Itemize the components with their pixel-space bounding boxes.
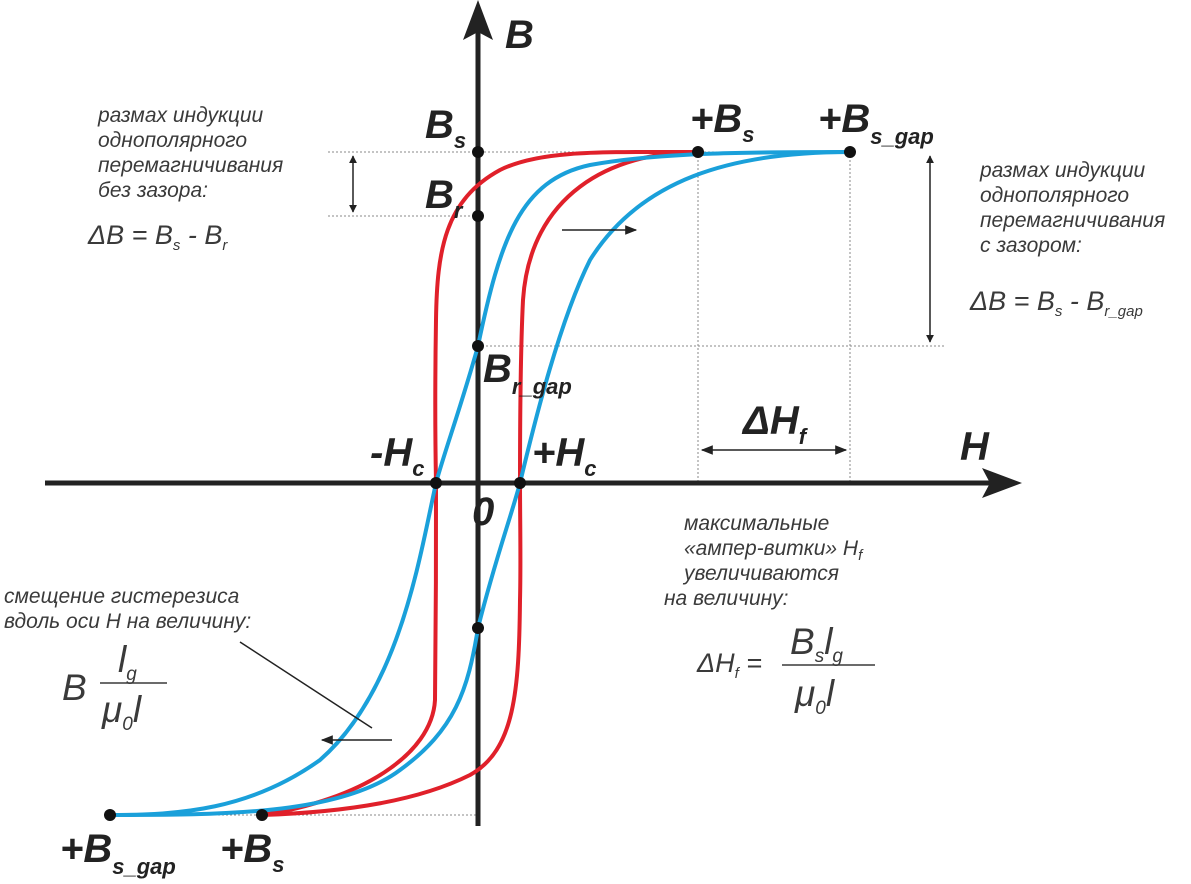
note-amp-turns-line: на величину: xyxy=(664,587,789,610)
point-bs xyxy=(472,146,484,158)
formula-delta-hf: ΔHf = Bslg μ0l xyxy=(696,621,875,719)
formula-shift-denominator: μ0l xyxy=(101,689,143,735)
point-top-bs-gap xyxy=(844,146,856,158)
blue-loop-left-branch xyxy=(108,150,852,817)
note-shift: смещение гистерезиса вдоль оси H на вели… xyxy=(4,585,251,633)
note-with-gap-line: однополярного xyxy=(980,184,1129,207)
blue-loop-right-branch xyxy=(108,150,852,817)
formula-with-gap: ΔB = Bs - Br_gap xyxy=(969,286,1143,320)
note-amp-turns: максимальные «ампер-витки» Hf увеличиваю… xyxy=(664,512,864,610)
note-shift-line: смещение гистерезиса xyxy=(4,585,239,608)
label-br: Br xyxy=(425,173,464,223)
note-with-gap-line: размах индукции xyxy=(979,159,1146,182)
label-top-bs: +Bs xyxy=(690,97,755,147)
note-amp-turns-line: увеличиваются xyxy=(682,562,839,585)
loop-without-gap xyxy=(260,149,700,817)
point-top-bs xyxy=(692,146,704,158)
formula-shift-numerator: lg xyxy=(118,639,137,685)
point-neg-br-gap xyxy=(472,622,484,634)
formula-no-gap: ΔB = Bs - Br xyxy=(87,220,228,254)
label-pos-hc: +Hc xyxy=(532,431,597,481)
note-no-gap: размах индукции однополярного перемагнич… xyxy=(97,104,283,202)
label-top-bs-gap: +Bs_gap xyxy=(818,97,934,149)
loop-with-gap xyxy=(108,150,852,817)
point-bottom-bs-gap xyxy=(104,809,116,821)
note-no-gap-line: перемагничивания xyxy=(98,154,283,177)
x-axis-arrowhead xyxy=(982,468,1022,498)
note-with-gap-line: с зазором: xyxy=(980,234,1082,257)
red-loop-right-branch xyxy=(260,150,700,817)
curve-points xyxy=(104,146,856,821)
note-amp-turns-line: максимальные xyxy=(684,512,829,535)
formula-shift: B lg μ0l xyxy=(62,639,167,735)
note-shift-line: вдоль оси H на величину: xyxy=(4,610,251,633)
label-delta-hf: ΔHf xyxy=(741,399,809,449)
formula-delta-hf-denominator: μ0l xyxy=(794,673,836,719)
shift-pointer-line xyxy=(239,641,373,729)
formula-shift-b: B xyxy=(62,667,87,708)
formula-delta-hf-numerator: Bslg xyxy=(790,621,843,667)
red-loop-left-branch xyxy=(260,149,700,817)
point-bottom-bs xyxy=(256,809,268,821)
note-no-gap-line: размах индукции xyxy=(97,104,264,127)
y-axis-arrowhead xyxy=(463,0,493,40)
point-pos-hc xyxy=(514,477,526,489)
point-br xyxy=(472,210,484,222)
label-neg-hc: -Hc xyxy=(370,431,424,481)
note-no-gap-line: однополярного xyxy=(98,129,247,152)
formula-delta-hf-lhs: ΔHf = xyxy=(696,648,762,682)
note-no-gap-line: без зазора: xyxy=(98,179,208,202)
note-with-gap-line: перемагничивания xyxy=(980,209,1165,232)
y-axis-label: B xyxy=(505,13,534,57)
label-bottom-bs-gap: +Bs_gap xyxy=(60,827,176,879)
label-bs: Bs xyxy=(425,103,466,153)
x-axis-label: H xyxy=(960,425,990,469)
origin-label: 0 xyxy=(472,490,494,534)
dimension-arrows xyxy=(239,155,934,745)
point-br-gap xyxy=(472,340,484,352)
note-amp-turns-line: «ампер-витки» Hf xyxy=(684,537,864,564)
point-neg-hc xyxy=(430,477,442,489)
note-with-gap: размах индукции однополярного перемагнич… xyxy=(979,159,1165,257)
label-bottom-bs: +Bs xyxy=(220,827,285,877)
label-br-gap: Br_gap xyxy=(483,347,572,399)
